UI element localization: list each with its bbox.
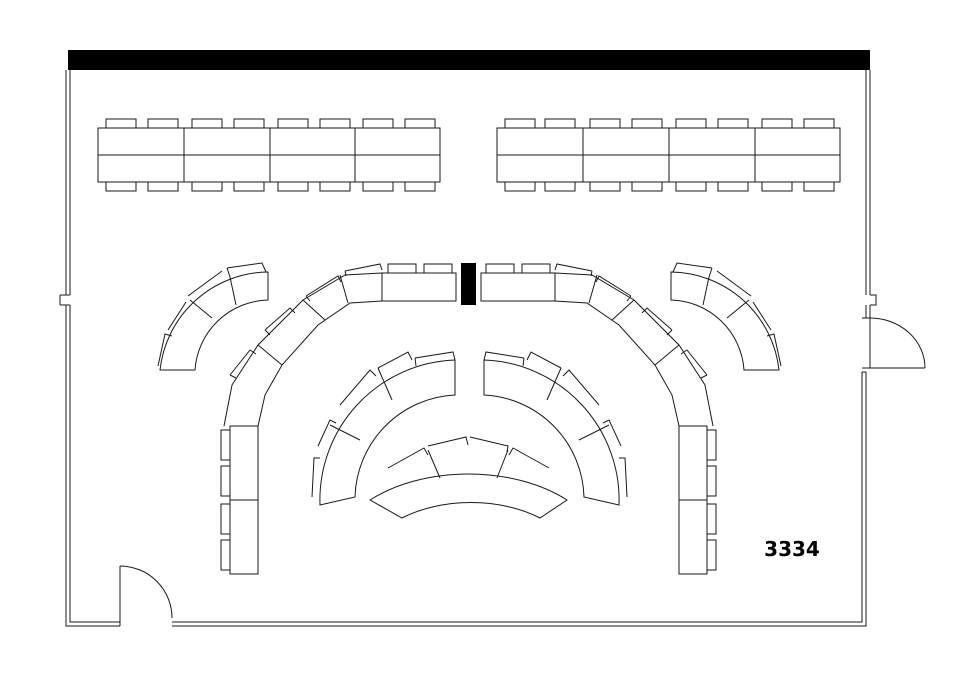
room-walls (59, 70, 877, 627)
back-tables-right (496, 127, 841, 183)
door-bottom-left (119, 565, 173, 626)
side-arc-right (670, 262, 782, 371)
side-arc-left (157, 262, 269, 371)
outer-row-left (220, 263, 457, 575)
inner-arc-left (311, 351, 456, 506)
whiteboard (68, 50, 870, 70)
door-right (869, 317, 926, 369)
outer-row-right (480, 263, 717, 575)
room-number-label: 3334 (764, 537, 820, 561)
inner-arc-center (369, 436, 568, 519)
back-table-chairs (105, 118, 835, 192)
podium (461, 263, 476, 305)
back-tables-left (97, 127, 441, 183)
inner-arc-right (483, 351, 628, 506)
